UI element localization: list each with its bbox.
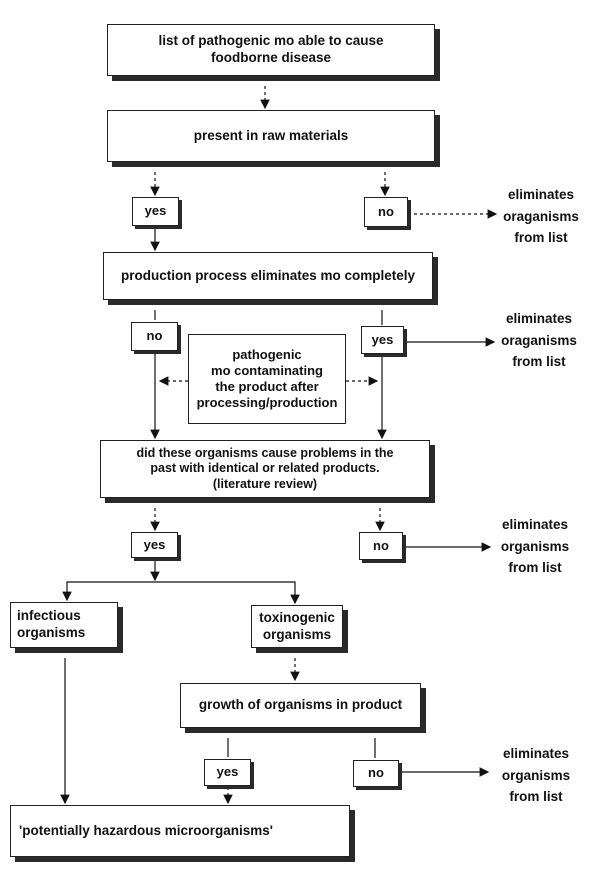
infectious-text: infectious organisms: [17, 608, 86, 640]
yes-label-2: yes: [371, 331, 394, 347]
raw-materials-text: present in raw materials: [193, 127, 349, 143]
line-split-toxinogenic: [155, 581, 300, 605]
no-label-3: no: [373, 537, 389, 553]
yes-box-4: yes: [204, 759, 251, 786]
eliminates-note-2: eliminates oraganisms from list: [501, 311, 577, 370]
no-label-2: no: [146, 328, 163, 344]
raw-materials-box: present in raw materials: [107, 110, 435, 162]
start-box: list of pathogenic mo able to cause food…: [107, 24, 435, 76]
past-problems-box: did these organisms cause problems in th…: [100, 440, 430, 498]
production-text: production process eliminates mo complet…: [120, 267, 416, 283]
yes-box-3: yes: [131, 532, 178, 558]
final-text: 'potentially hazardous microorganisms': [19, 822, 273, 838]
no-box-4: no: [353, 760, 399, 787]
eliminates-note-1: eliminates oraganisms from list: [503, 187, 579, 246]
no-label-1: no: [378, 203, 394, 219]
yes-label-1: yes: [144, 203, 167, 219]
start-text: list of pathogenic mo able to cause food…: [158, 33, 384, 65]
eliminates-note-4: eliminates organisms from list: [501, 746, 571, 805]
no-box-2: no: [131, 322, 178, 351]
growth-text: growth of organisms in product: [198, 697, 403, 713]
yes-box-2: yes: [361, 326, 404, 354]
yes-label-4: yes: [216, 764, 239, 780]
growth-box: growth of organisms in product: [180, 683, 421, 728]
toxinogenic-text: toxinogenic organisms: [259, 609, 335, 642]
line-split-infectious: [62, 581, 155, 602]
contamination-text: pathogenic mo contaminating the product …: [196, 346, 338, 411]
no-box-3: no: [359, 532, 403, 560]
contamination-box: pathogenic mo contaminating the product …: [188, 334, 346, 424]
past-problems-text: did these organisms cause problems in th…: [136, 445, 394, 491]
no-box-1: no: [364, 197, 408, 227]
eliminates-note-3: eliminates organisms from list: [500, 517, 570, 576]
final-box: 'potentially hazardous microorganisms': [10, 805, 350, 857]
yes-box-1: yes: [132, 197, 179, 226]
no-label-4: no: [368, 765, 384, 781]
yes-label-3: yes: [143, 536, 166, 552]
toxinogenic-box: toxinogenic organisms: [251, 605, 343, 648]
production-box: production process eliminates mo complet…: [103, 252, 433, 300]
infectious-box: infectious organisms: [10, 602, 118, 648]
